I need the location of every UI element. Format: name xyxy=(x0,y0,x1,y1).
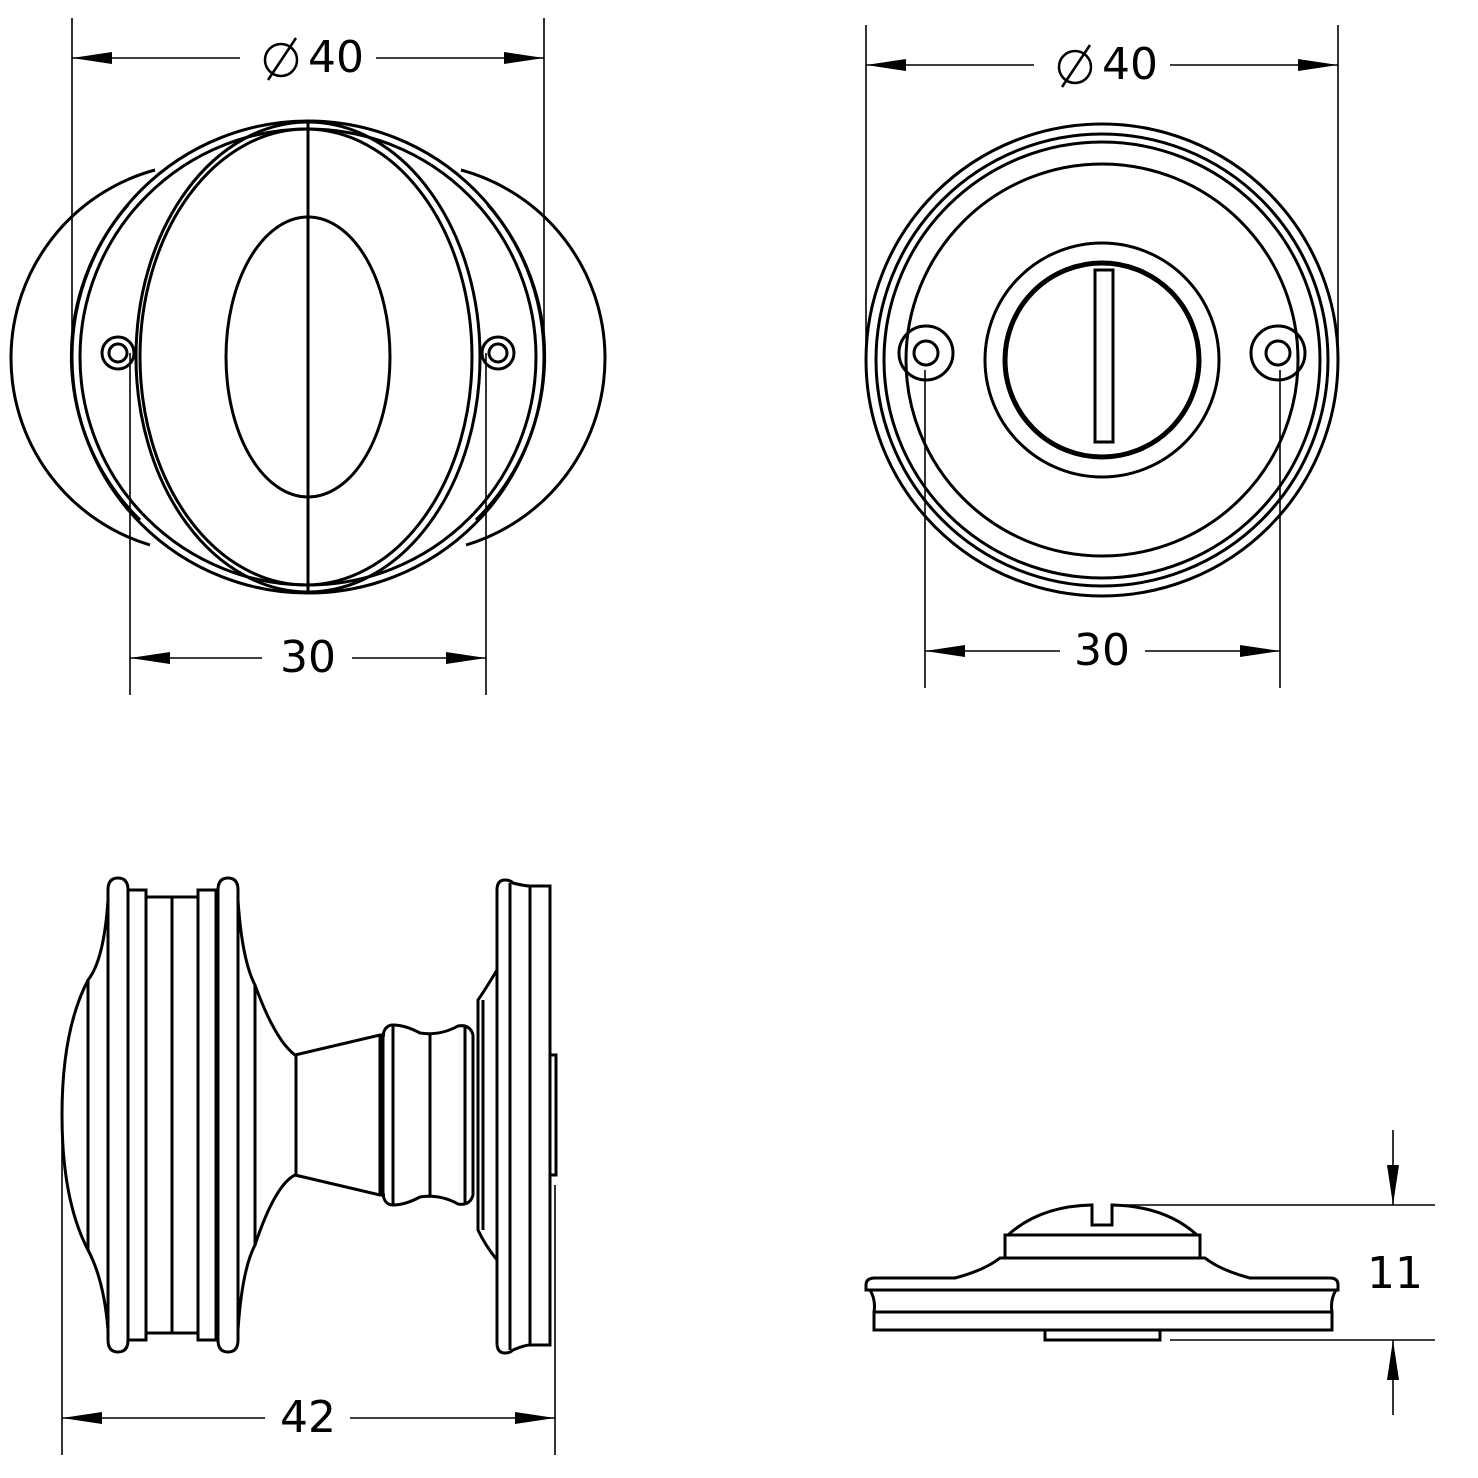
release-projection-dimension: 11 xyxy=(1125,1130,1435,1415)
knob-side-view xyxy=(60,876,558,1355)
diameter-icon xyxy=(263,37,299,81)
knob-front-view xyxy=(9,119,607,595)
release-side-view xyxy=(864,1203,1340,1342)
dimension-label: 40 xyxy=(308,32,364,83)
release-front-view xyxy=(864,122,1340,598)
knob-diameter-dimension: 40 xyxy=(71,18,545,357)
release-diameter-dimension: 40 xyxy=(865,25,1339,360)
knob-screw-spacing-dimension: 30 xyxy=(129,353,487,695)
release-screw-spacing-dimension: 30 xyxy=(924,370,1281,688)
diameter-icon xyxy=(1057,44,1093,88)
dimension-label: 30 xyxy=(1074,625,1130,676)
dimension-label: 40 xyxy=(1102,39,1158,90)
knob-projection-dimension: 42 xyxy=(61,1110,556,1455)
dimension-label: 42 xyxy=(280,1392,336,1443)
dimension-label: 11 xyxy=(1367,1248,1423,1299)
dimension-label: 30 xyxy=(280,632,336,683)
